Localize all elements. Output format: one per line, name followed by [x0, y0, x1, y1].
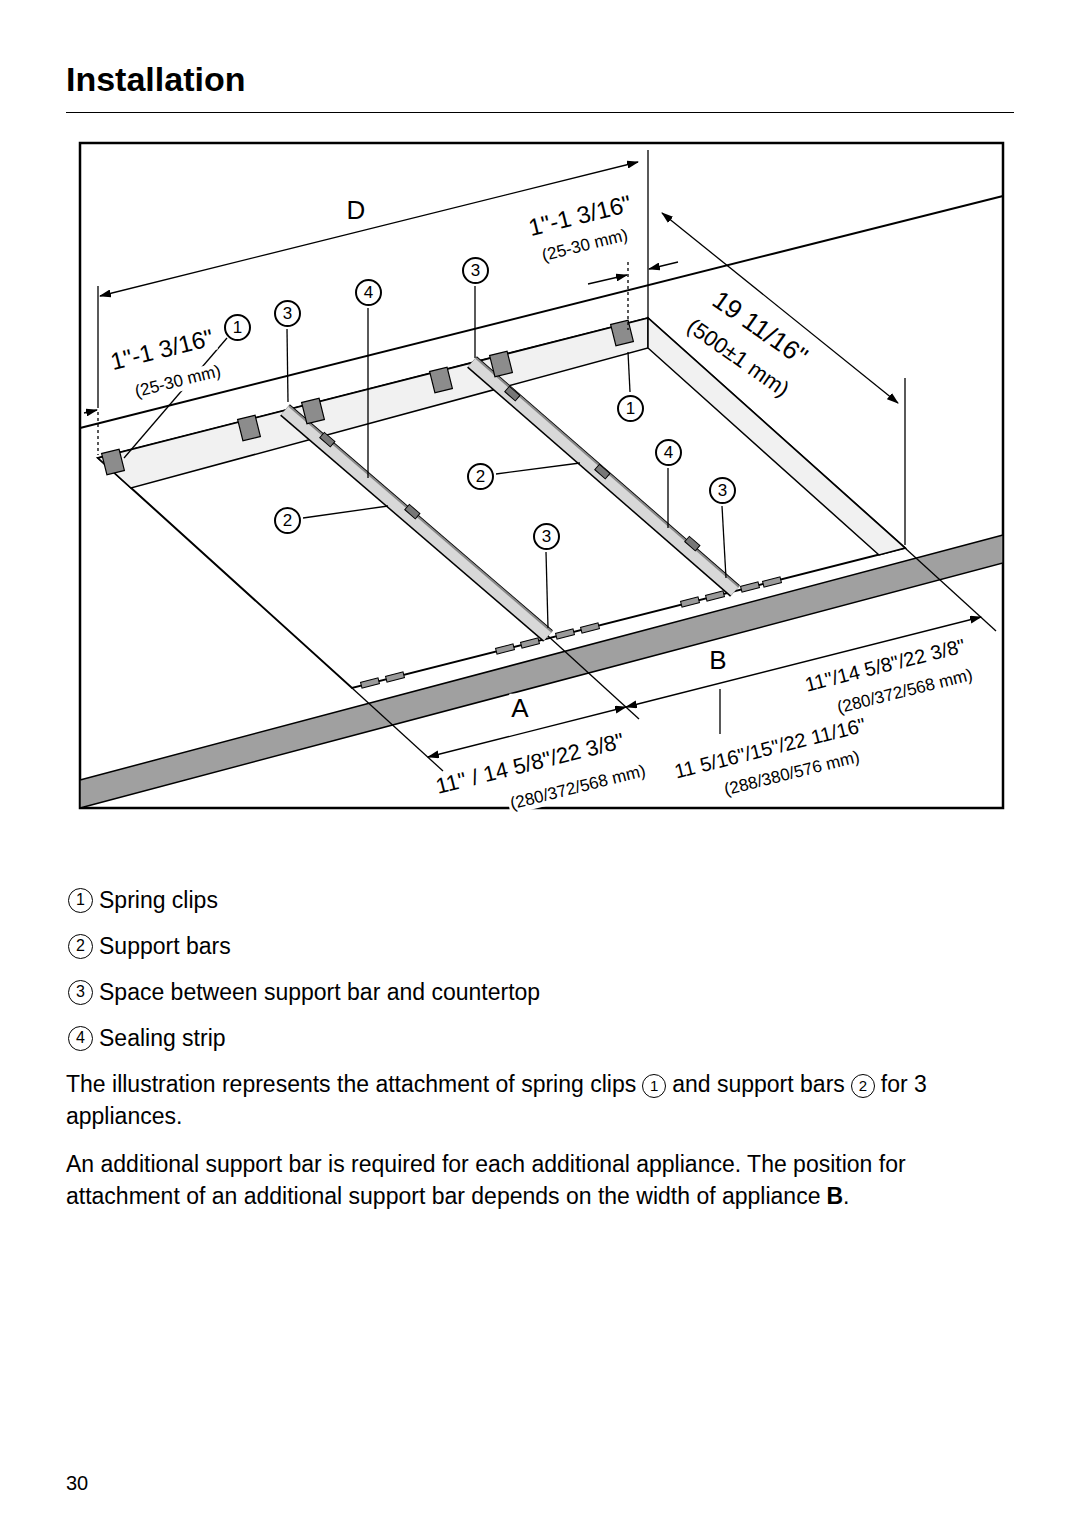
- paragraph-text: .: [843, 1183, 849, 1209]
- body-paragraph: An additional support bar is required fo…: [66, 1148, 1016, 1212]
- body-paragraph: The illustration represents the attachme…: [66, 1068, 1016, 1132]
- callout-number: 2: [467, 463, 494, 490]
- paragraph-text: The illustration represents the attachme…: [66, 1071, 636, 1097]
- legend-number: 1: [68, 888, 93, 913]
- paragraph-text: and support bars: [672, 1071, 845, 1097]
- callout-number: 3: [462, 257, 489, 284]
- dimension-text: A: [509, 694, 530, 723]
- callout-number: 3: [709, 477, 736, 504]
- legend-text: Space between support bar and countertop: [99, 980, 540, 1005]
- callout-number: 4: [355, 279, 382, 306]
- callout-number: 3: [533, 523, 560, 550]
- paragraph-text: An additional support bar is required fo…: [66, 1151, 906, 1209]
- page-title: Installation: [66, 60, 245, 99]
- inline-callout-number: 2: [851, 1074, 875, 1098]
- appliance-letter: B: [826, 1183, 843, 1209]
- dimension-text: B: [707, 646, 728, 675]
- dimension-text: D: [345, 196, 368, 225]
- callout-number: 1: [617, 395, 644, 422]
- legend-number: 2: [68, 934, 93, 959]
- legend-number: 4: [68, 1026, 93, 1051]
- callout-number: 3: [274, 300, 301, 327]
- legend-text: Support bars: [99, 934, 231, 959]
- legend-number: 3: [68, 980, 93, 1005]
- callout-number: 4: [655, 439, 682, 466]
- inline-callout-number: 1: [642, 1074, 666, 1098]
- legend-text: Sealing strip: [99, 1026, 226, 1051]
- legend-text: Spring clips: [99, 888, 218, 913]
- callout-number: 1: [224, 314, 251, 341]
- page-number: 30: [66, 1472, 88, 1494]
- callout-number: 2: [274, 507, 301, 534]
- title-rule: [66, 112, 1014, 113]
